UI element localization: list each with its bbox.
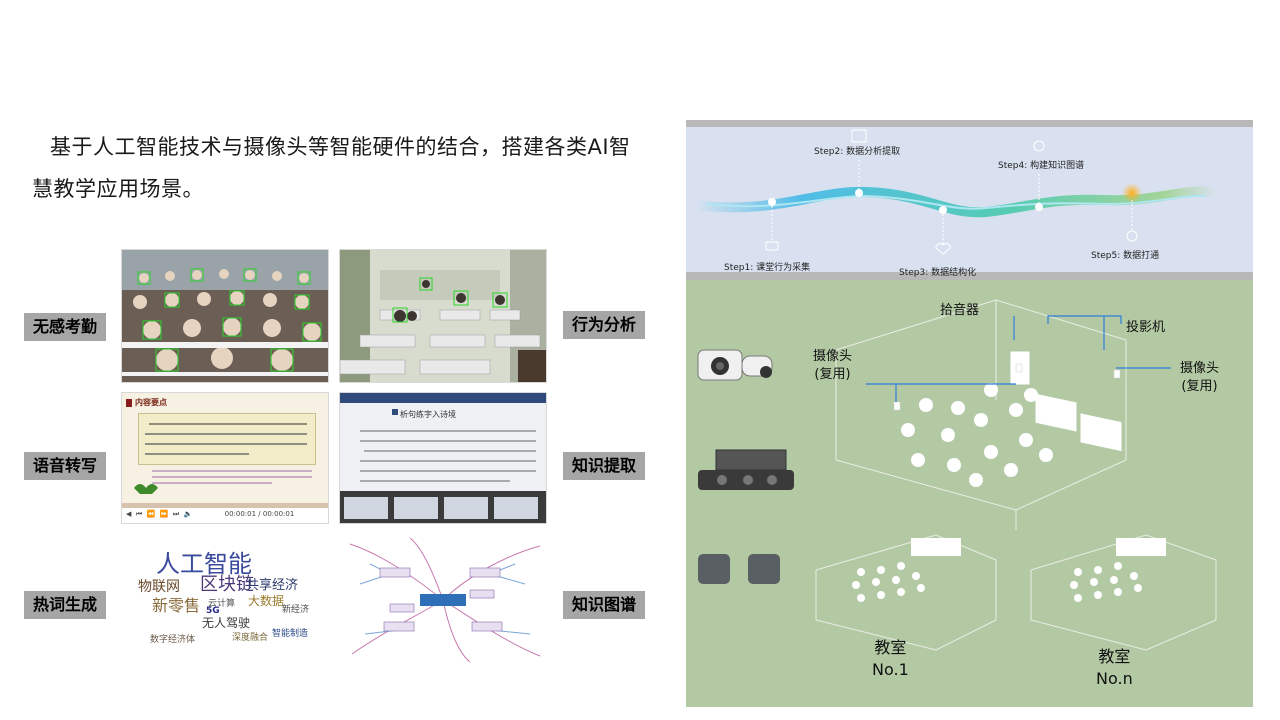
step-5: Step5: 数据打通: [1091, 251, 1160, 261]
step-1: Step1: 课堂行为采集: [724, 263, 811, 273]
word-cloud-big1: 人工智能: [156, 550, 252, 578]
doc-text-box: [138, 413, 316, 465]
label-projector: 投影机: [1126, 320, 1166, 335]
doc-header: 内容要点: [126, 397, 167, 408]
label-camera-left: 摄像头 (复用): [813, 349, 853, 382]
tag-speech: 语音转写: [24, 452, 106, 480]
data-flow-wave: [691, 129, 1221, 255]
classroom-panel: 拾音器 投影机 摄像头 (复用) 摄像头 (复用) 教室 No.1 教室 No.…: [686, 280, 1253, 707]
slide-text-lines: [340, 409, 546, 523]
tag-attendance: 无感考勤: [24, 313, 106, 341]
panel-bottom-bar: [686, 272, 1253, 280]
video-controls[interactable]: ◀ ⏮ ⏪ ⏩ ⏭ 🔈 00:00:01 / 00:00:01: [126, 510, 294, 519]
word-cloud-small1: 云计算: [208, 599, 236, 609]
bookmark-icon: [126, 398, 132, 407]
video-time: 00:00:01 / 00:00:01: [224, 510, 295, 518]
word-cloud-small2: 5G: [206, 606, 220, 616]
data-flow-panel: Step1: 课堂行为采集 Step2: 数据分析提取 Step3: 数据结构化…: [686, 120, 1253, 280]
step-3: Step3: 数据结构化: [899, 268, 977, 278]
behavior-photo: [339, 249, 547, 383]
word-cloud-mid2: 新零售: [152, 596, 201, 615]
slide-topbar: [340, 393, 546, 403]
step-4: Step4: 构建知识图谱: [998, 161, 1085, 171]
tag-hotword: 热词生成: [24, 591, 106, 619]
word-cloud-mid3: 共享经济: [246, 578, 299, 593]
camera-device: [697, 349, 773, 381]
intro-line-1: 基于人工智能技术与摄像头等智能硬件的结合，搭建各类AI智: [50, 135, 631, 159]
room-1-label: 教室 No.1: [872, 638, 909, 679]
tag-knowledge-extract: 知识提取: [563, 452, 645, 480]
skip-back-icon[interactable]: ◀ ⏮ ⏪ ⏩ ⏭ 🔈: [126, 510, 193, 518]
step-2: Step2: 数据分析提取: [814, 147, 901, 157]
intro-text: 基于人工智能技术与摄像头等智能硬件的结合，搭建各类AI智 慧教学应用场景。: [32, 126, 632, 210]
doc-extra-art: [122, 470, 328, 523]
attendance-photo-art: [122, 250, 328, 382]
word-cloud-small6: 深度融合: [232, 633, 269, 643]
word-cloud: 人工智能 区块链 物联网 新零售 共享经济 大数据 无人驾驶 云计算 5G 智能…: [121, 533, 329, 667]
word-cloud-small5: 新经济: [282, 605, 310, 615]
knowledge-slide: 析句练字入诗境: [339, 392, 547, 524]
tag-behavior: 行为分析: [563, 311, 645, 339]
slide-title: 析句练字入诗境: [400, 410, 456, 419]
mindmap-art: [349, 537, 541, 663]
word-cloud-mid1: 物联网: [138, 579, 180, 595]
label-mic: 拾音器: [940, 303, 980, 318]
word-cloud-mid5: 无人驾驶: [202, 616, 251, 630]
word-cloud-small3: 智能制造: [272, 629, 309, 639]
mindmap: [339, 533, 547, 667]
tag-knowledge-graph: 知识图谱: [563, 591, 645, 619]
intro-line-2: 慧教学应用场景。: [32, 177, 204, 201]
attendance-photo: [121, 249, 329, 383]
classroom-art: [697, 299, 1217, 651]
panel-top-bar: [686, 120, 1253, 127]
word-cloud-mid4: 大数据: [248, 594, 285, 608]
label-camera-right: 摄像头 (复用): [1180, 361, 1220, 394]
room-n-label: 教室 No.n: [1096, 647, 1133, 688]
doc-text-lines: [145, 423, 307, 455]
behavior-photo-art: [340, 250, 546, 382]
word-cloud-small4: 数字经济体: [150, 635, 196, 645]
word-cloud-big2: 区块链: [200, 574, 254, 595]
speech-doc: 内容要点 ◀ ⏮ ⏪ ⏩ ⏭ 🔈 00:00:01 / 00:00:01: [121, 392, 329, 524]
